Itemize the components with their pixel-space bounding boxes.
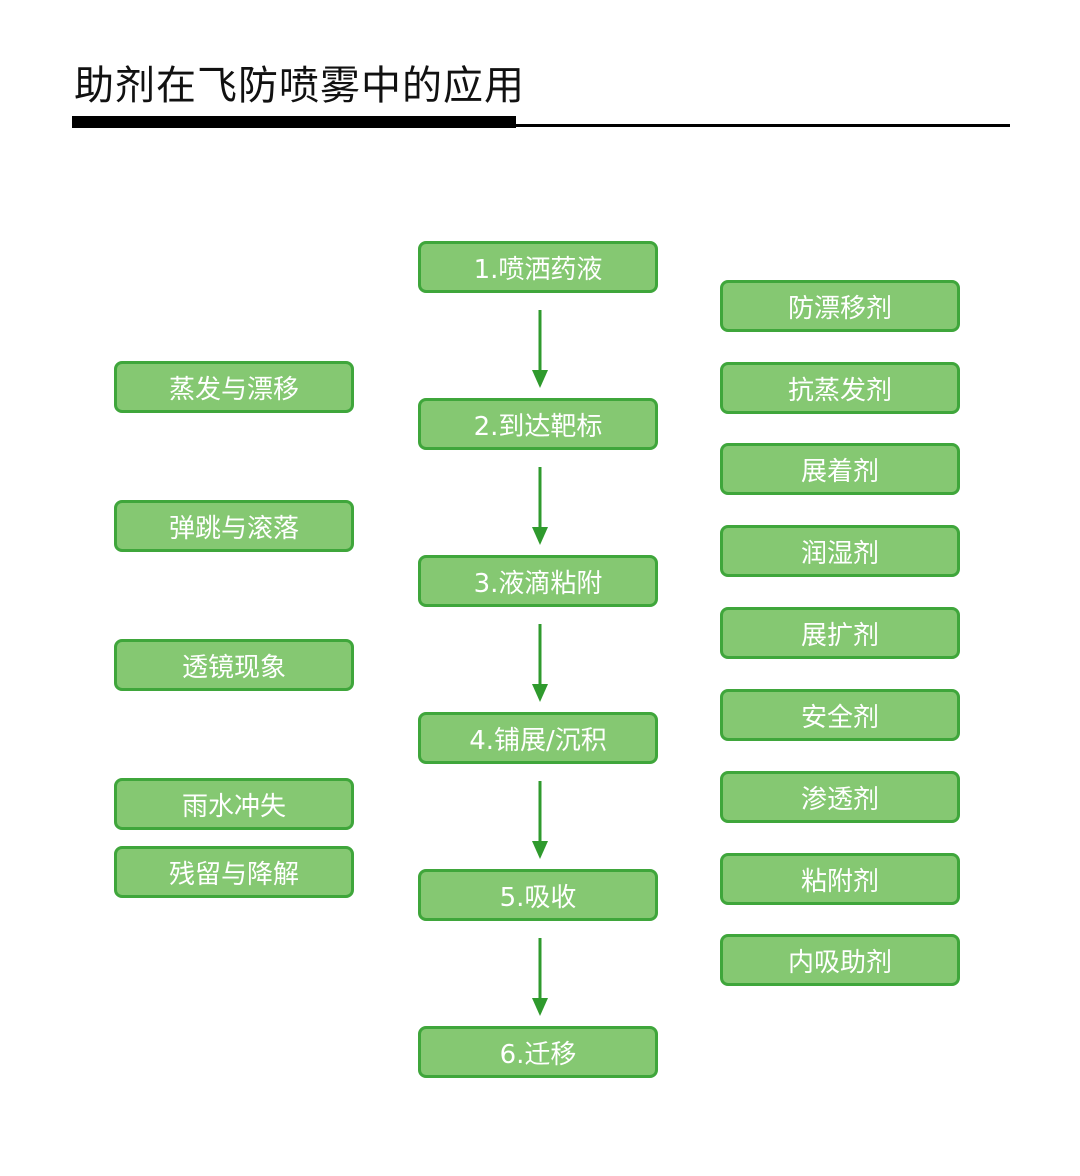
issue-box-rain-washoff: 雨水冲失 [114,778,354,830]
title-underline-thin [72,124,1010,127]
step-label-4: 4.铺展/沉积 [469,725,607,756]
adjuvant-label-6: 安全剂 [800,702,879,733]
step-box-6: 6.迁移 [418,1026,658,1078]
adjuvant-box-2: 抗蒸发剂 [720,362,960,414]
adjuvant-box-3: 展着剂 [720,443,960,495]
step-box-5: 5.吸收 [418,869,658,921]
adjuvant-label-4: 润湿剂 [800,538,879,569]
arrow-2-to-3 [532,467,548,545]
adjuvant-label-5: 展扩剂 [800,620,879,651]
issue-label-2: 弹跳与滚落 [168,513,299,544]
adjuvant-label-8: 粘附剂 [800,866,879,897]
adjuvant-label-3: 展着剂 [800,456,879,487]
adjuvant-box-6: 安全剂 [720,689,960,741]
step-box-4: 4.铺展/沉积 [418,712,658,764]
adjuvant-box-5: 展扩剂 [720,607,960,659]
issue-box-lens-effect: 透镜现象 [114,639,354,691]
issue-label-1: 蒸发与漂移 [168,374,299,405]
arrow-3-to-4 [532,624,548,702]
issue-label-5: 残留与降解 [168,859,299,890]
arrow-1-to-2 [532,310,548,388]
adjuvant-box-7: 渗透剂 [720,771,960,823]
adjuvant-label-1: 防漂移剂 [787,293,892,324]
issue-label-4: 雨水冲失 [181,791,286,822]
page-title: 助剂在飞防喷雾中的应用 [74,63,525,109]
issue-box-residue-degradation: 残留与降解 [114,846,354,898]
adjuvant-box-4: 润湿剂 [720,525,960,577]
step-label-5: 5.吸收 [499,882,577,913]
adjuvant-label-7: 渗透剂 [800,784,879,815]
step-label-6: 6.迁移 [499,1039,577,1070]
adjuvant-label-2: 抗蒸发剂 [787,375,892,406]
step-label-1: 1.喷洒药液 [473,254,603,285]
adjuvant-label-9: 内吸助剂 [787,947,892,978]
step-label-3: 3.液滴粘附 [473,568,603,599]
adjuvant-box-9: 内吸助剂 [720,934,960,986]
step-box-2: 2.到达靶标 [418,398,658,450]
adjuvant-box-1: 防漂移剂 [720,280,960,332]
arrow-5-to-6 [532,938,548,1016]
step-box-3: 3.液滴粘附 [418,555,658,607]
issue-label-3: 透镜现象 [181,652,286,683]
issue-box-evaporation-drift: 蒸发与漂移 [114,361,354,413]
step-label-2: 2.到达靶标 [473,411,603,442]
arrow-4-to-5 [532,781,548,859]
issue-box-bounce-rolloff: 弹跳与滚落 [114,500,354,552]
step-box-1: 1.喷洒药液 [418,241,658,293]
adjuvant-box-8: 粘附剂 [720,853,960,905]
